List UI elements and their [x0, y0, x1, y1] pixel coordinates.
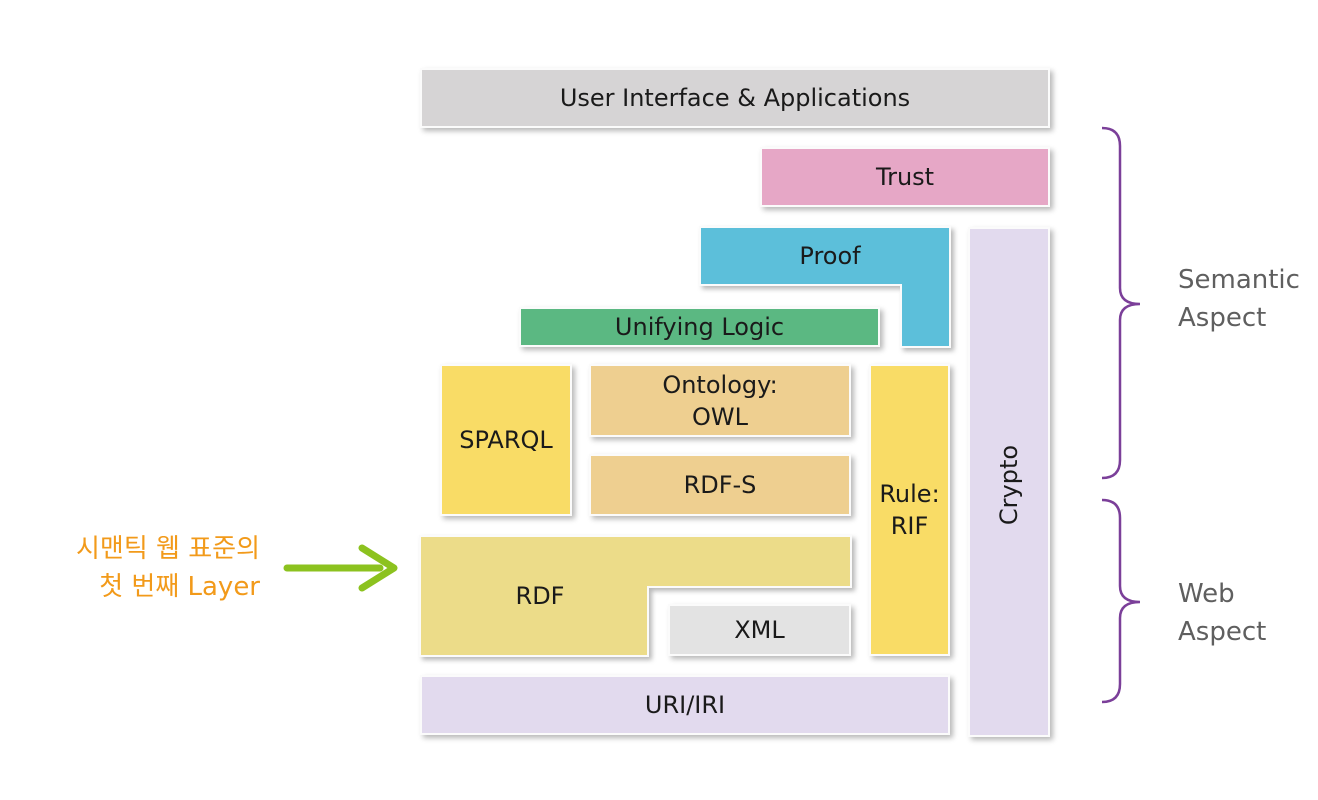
crypto-label: Crypto	[995, 444, 1023, 526]
uri-iri-layer: URI/IRI	[420, 675, 950, 735]
rdf-layer-shape	[419, 535, 852, 657]
trust-layer: Trust	[760, 147, 1050, 207]
sparql-layer: SPARQL	[440, 364, 572, 516]
web-aspect-label: Web Aspect	[1178, 575, 1266, 651]
user-interface-layer: User Interface & Applications	[420, 68, 1050, 128]
first-layer-annotation: 시맨틱 웹 표준의 첫 번째 Layer	[10, 530, 260, 606]
web-aspect-line2: Aspect	[1178, 617, 1267, 647]
web-aspect-bracket	[1101, 498, 1141, 704]
rdf-label: RDF	[515, 582, 565, 610]
sparql-label: SPARQL	[459, 426, 553, 454]
proof-label: Proof	[799, 242, 861, 270]
arrow-right-icon	[283, 544, 398, 592]
semantic-aspect-bracket	[1101, 126, 1141, 480]
rdf-s-layer: RDF-S	[589, 454, 851, 516]
trust-label: Trust	[875, 163, 935, 191]
annotation-line1: 시맨틱 웹 표준의	[76, 534, 260, 564]
owl-label: OWL	[692, 402, 748, 431]
xml-layer: XML	[668, 604, 851, 656]
crypto-layer	[968, 227, 1050, 737]
rdf-s-label: RDF-S	[683, 471, 757, 499]
unifying-logic-label: Unifying Logic	[614, 313, 785, 341]
semantic-aspect-line1: Semantic	[1178, 265, 1300, 295]
web-aspect-line1: Web	[1178, 579, 1235, 609]
ontology-label: Ontology:	[662, 370, 778, 399]
rif-label: RIF	[890, 512, 929, 540]
semantic-aspect-line2: Aspect	[1178, 303, 1267, 333]
uri-iri-label: URI/IRI	[644, 691, 726, 719]
xml-label: XML	[734, 616, 785, 644]
annotation-line2: 첫 번째 Layer	[99, 572, 260, 602]
ontology-owl-layer: Ontology: OWL	[589, 364, 851, 437]
user-interface-label: User Interface & Applications	[559, 84, 911, 112]
semantic-aspect-label: Semantic Aspect	[1178, 261, 1300, 337]
proof-layer-shape	[699, 226, 951, 348]
unifying-logic-layer: Unifying Logic	[519, 307, 880, 347]
rule-rif-layer: Rule: RIF	[869, 364, 950, 656]
rule-label: Rule:	[879, 480, 940, 508]
